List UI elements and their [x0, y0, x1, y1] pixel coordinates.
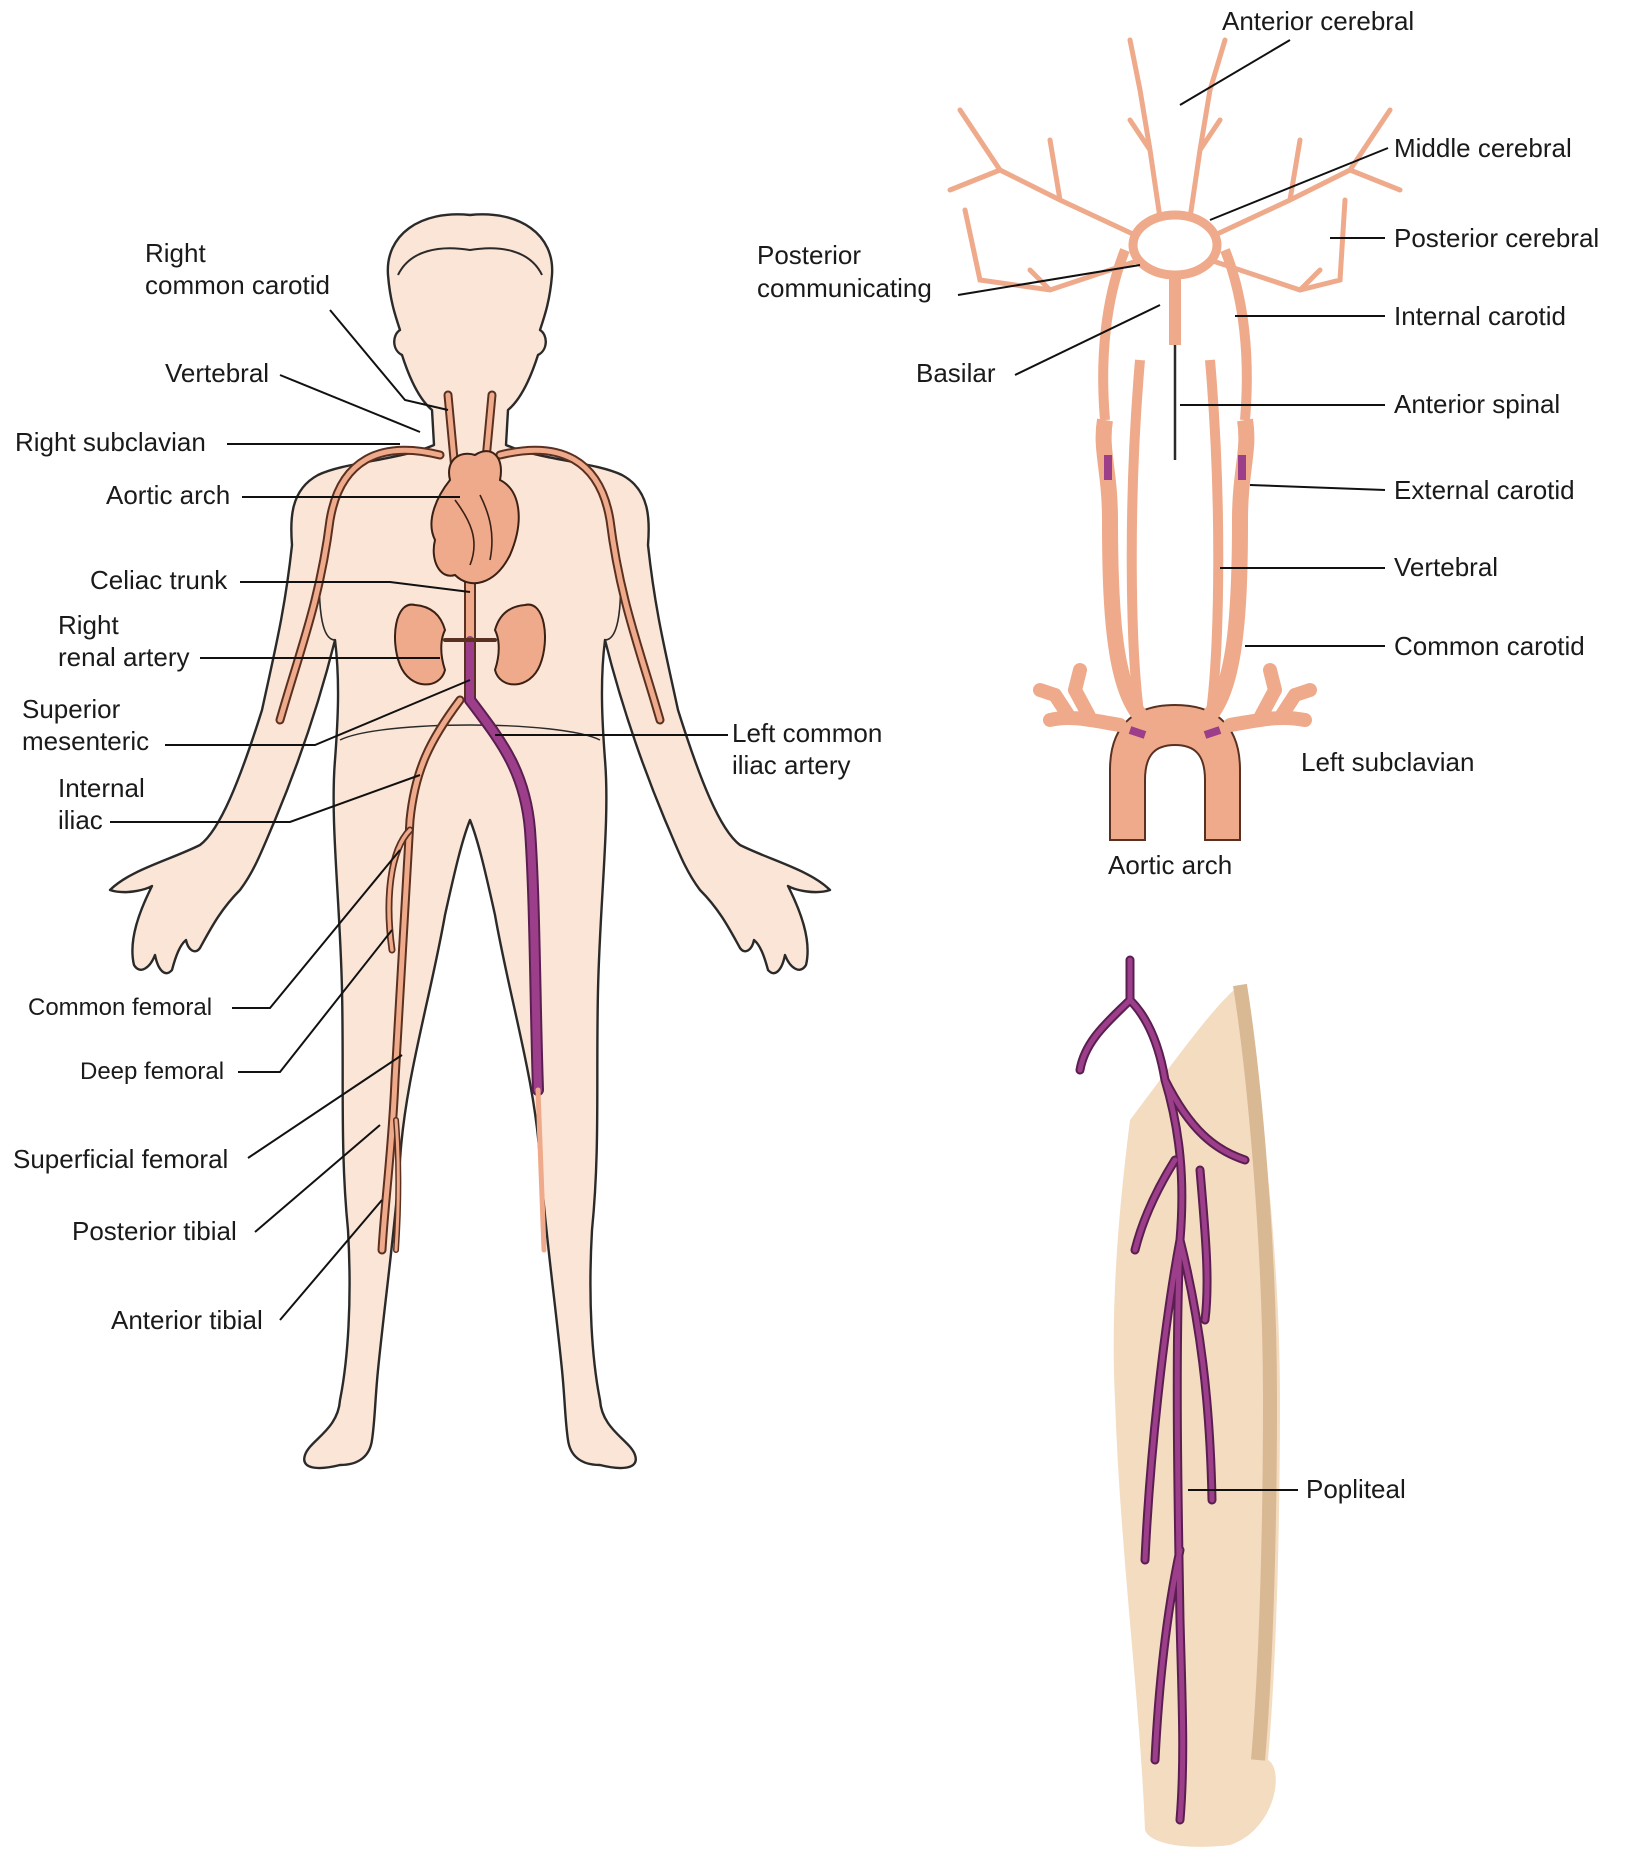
head-neck-diagram [947, 37, 1403, 841]
hair-line [397, 247, 543, 276]
body-silhouette [108, 213, 832, 1470]
label-anterior-spinal: Anterior spinal [1394, 389, 1560, 419]
left-common-carotid-vessel [1194, 418, 1255, 732]
label-anterior-cerebral: Anterior cerebral [1222, 6, 1414, 36]
label-external-carotid: External carotid [1394, 475, 1575, 505]
label-popliteal: Popliteal [1306, 1474, 1406, 1504]
circle-of-willis [1128, 210, 1222, 280]
left-subclavian-vessel [1223, 663, 1317, 732]
label-internal-carotid: Internal carotid [1394, 301, 1566, 331]
label-anterior-tibial: Anterior tibial [111, 1305, 263, 1335]
heart [430, 450, 520, 585]
leg-diagram [1075, 955, 1280, 1847]
highlighted-left-iliac [464, 636, 547, 1253]
head-highlight [1104, 455, 1246, 739]
body-figure [108, 213, 832, 1470]
label-internal-iliac: Internal iliac [58, 773, 152, 835]
label-left-common-iliac-artery: Left common iliac artery [732, 718, 890, 780]
label-vertebral-head: Vertebral [1394, 552, 1498, 582]
label-common-femoral: Common femoral [28, 994, 212, 1021]
right-common-carotid-vessel [1095, 418, 1156, 732]
label-posterior-cerebral: Posterior cerebral [1394, 223, 1599, 253]
label-left-subclavian: Left subclavian [1301, 747, 1474, 777]
cerebral-branches [947, 37, 1403, 293]
label-vertebral: Vertebral [165, 358, 269, 388]
label-superior-mesenteric: Superior mesenteric [22, 694, 149, 756]
label-celiac-trunk: Celiac trunk [90, 565, 228, 595]
label-aortic-arch: Aortic arch [106, 480, 230, 510]
aortic-arch-vessel [1109, 703, 1241, 841]
left-kidney [493, 603, 546, 686]
label-aortic-arch-head: Aortic arch [1108, 850, 1232, 880]
label-deep-femoral: Deep femoral [80, 1058, 224, 1085]
label-posterior-communicating: Posterior communicating [757, 240, 932, 303]
pelvis-line [339, 724, 601, 741]
body-labels: Right common carotid Vertebral Right sub… [13, 238, 890, 1335]
right-subclavian-vessel [1033, 663, 1127, 732]
label-posterior-tibial: Posterior tibial [72, 1216, 237, 1246]
right-kidney [394, 603, 447, 686]
label-right-subclavian: Right subclavian [15, 427, 206, 457]
label-middle-cerebral: Middle cerebral [1394, 133, 1572, 163]
label-right-renal-artery: Right renal artery [58, 610, 190, 672]
label-basilar: Basilar [916, 358, 996, 388]
label-superficial-femoral: Superficial femoral [13, 1144, 228, 1174]
leg-labels: Popliteal [1188, 1474, 1406, 1504]
label-common-carotid: Common carotid [1394, 631, 1585, 661]
leg-shade [1233, 983, 1278, 1761]
head-labels: Anterior cerebral Middle cerebral Poster… [757, 6, 1599, 880]
label-right-common-carotid: Right common carotid [145, 238, 330, 300]
vertebral-vessels [1126, 359, 1224, 721]
